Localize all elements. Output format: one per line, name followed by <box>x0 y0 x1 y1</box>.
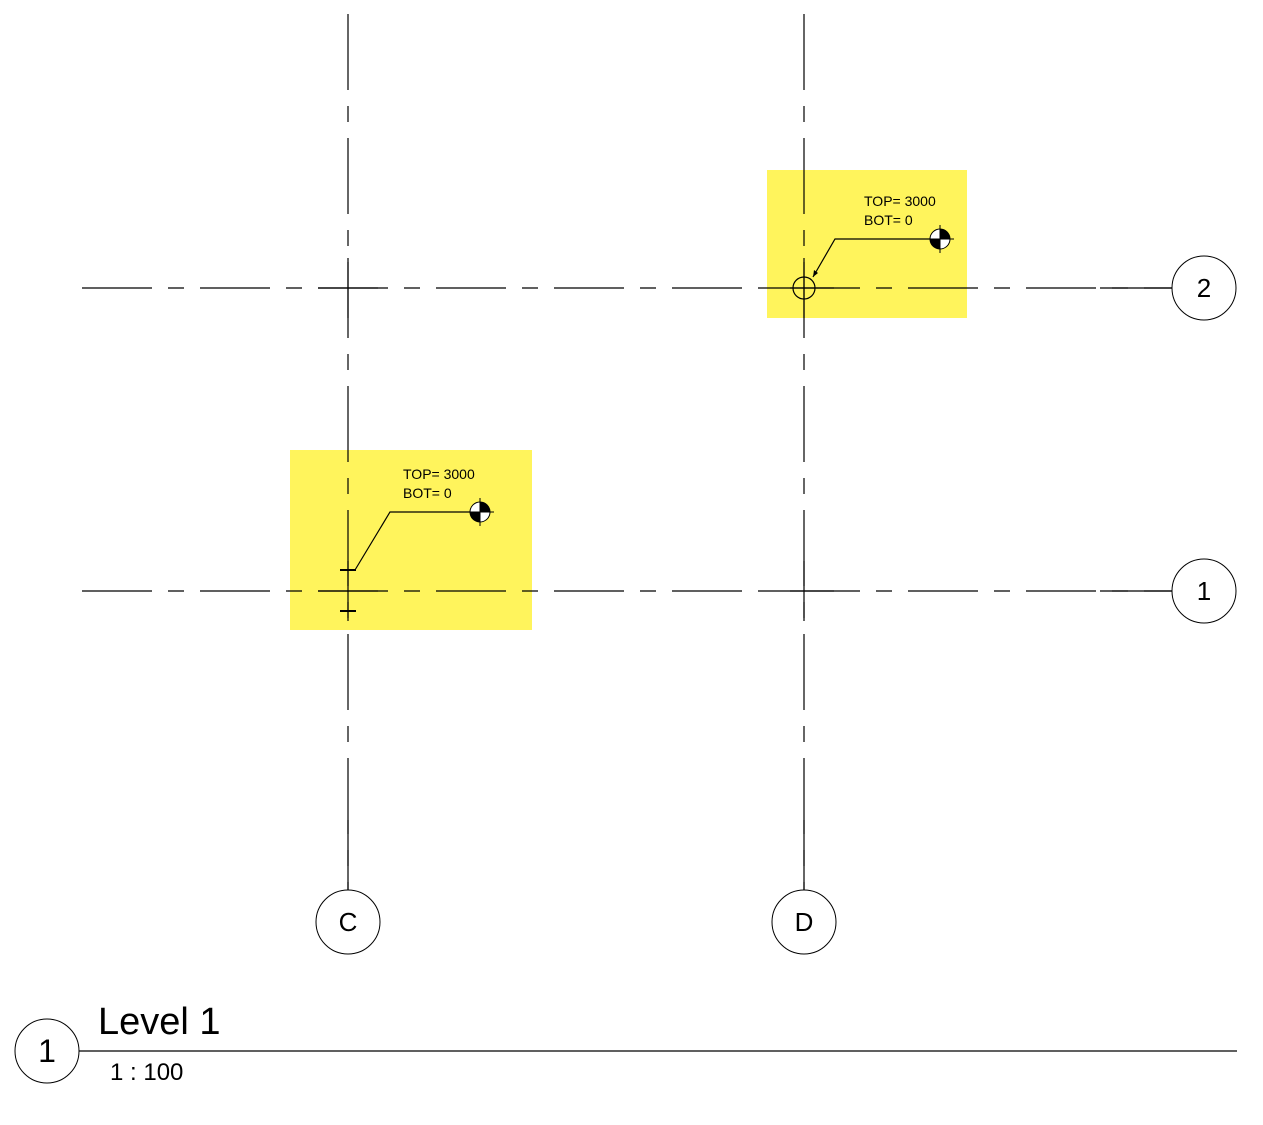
centroid-marker-icon <box>466 498 494 526</box>
grid-label-2: 2 <box>1197 273 1211 303</box>
grid-label-d: D <box>795 907 814 937</box>
column-d2[interactable]: TOP= 3000 BOT= 0 <box>792 193 954 300</box>
grid-bubble-1[interactable]: 1 <box>1171 558 1237 624</box>
column-top-label: TOP= 3000 <box>864 193 936 209</box>
view-title-block[interactable]: 1 Level 1 1 : 100 <box>14 1001 1237 1086</box>
grid-label-c: C <box>339 907 358 937</box>
grid-bubble-2[interactable]: 2 <box>1171 255 1237 321</box>
tag-leader-line <box>354 511 480 571</box>
column-top-label: TOP= 3000 <box>403 466 475 482</box>
grid-label-1: 1 <box>1197 576 1211 606</box>
leader-arrow-icon <box>813 270 818 277</box>
column-bot-label: BOT= 0 <box>864 212 913 228</box>
column-highlight-c1[interactable] <box>290 450 532 630</box>
view-title: Level 1 <box>98 1001 221 1043</box>
view-number: 1 <box>38 1033 56 1069</box>
centroid-marker-icon <box>926 225 954 253</box>
grid-bubble-d[interactable]: D <box>771 889 837 955</box>
tag-leader-line <box>812 238 940 278</box>
column-c1[interactable]: TOP= 3000 BOT= 0 <box>340 466 494 612</box>
round-column-icon <box>792 276 816 300</box>
view-scale: 1 : 100 <box>110 1059 183 1086</box>
column-bot-label: BOT= 0 <box>403 485 452 501</box>
grid-bubble-c[interactable]: C <box>315 889 381 955</box>
